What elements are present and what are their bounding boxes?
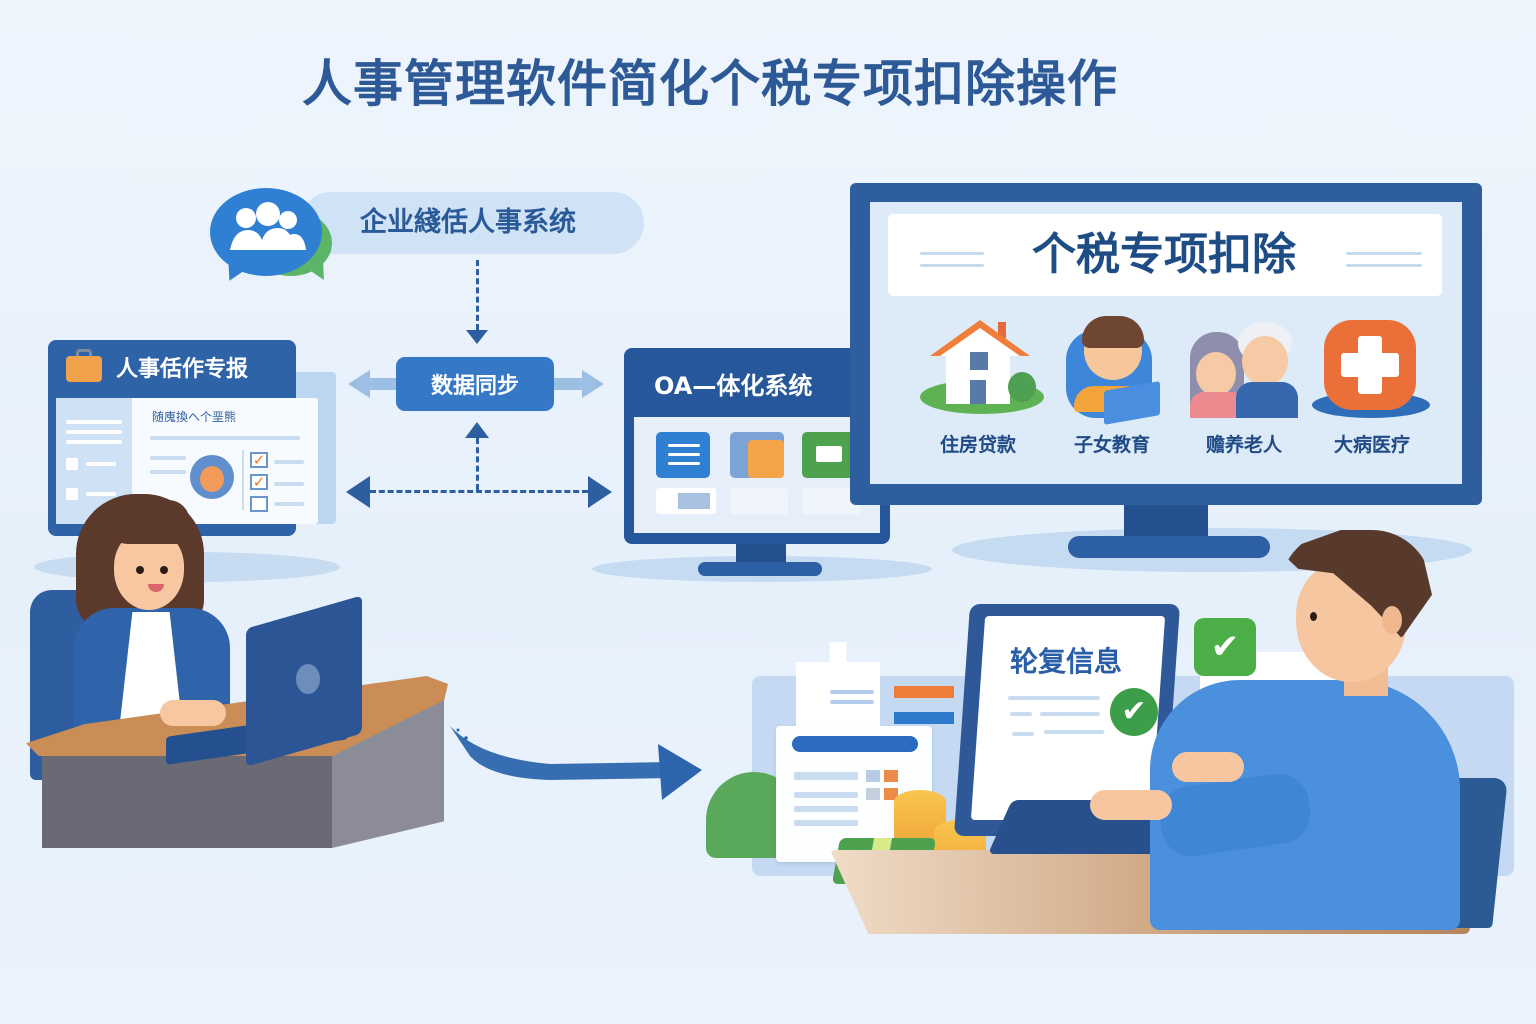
divider <box>242 450 244 510</box>
connector-line <box>370 490 588 493</box>
arrow-shaft <box>552 378 584 390</box>
curved-arrow-icon <box>450 726 702 800</box>
deduction-item-housing[interactable]: 住房贷款 <box>939 434 1016 456</box>
text-line <box>794 820 858 826</box>
text-line <box>86 492 116 496</box>
briefcase-icon <box>66 356 102 382</box>
page-title: 人事管理软件简化个税专项扣除操作 <box>302 55 1118 113</box>
deduction-item-child-education[interactable]: 子女教育 <box>1073 434 1150 456</box>
text-line <box>274 482 304 486</box>
arrow-left-icon <box>346 476 370 508</box>
arrow-left-icon <box>348 370 370 398</box>
decorative-line <box>920 264 984 267</box>
laptop-logo-icon <box>296 664 320 694</box>
text-line <box>1040 712 1100 716</box>
arrow-down-icon <box>466 330 488 344</box>
decorative-line <box>920 252 984 255</box>
arrow-right-icon <box>582 370 604 398</box>
oa-system-title: OA—体化系统 <box>654 372 813 400</box>
report-header-bar <box>792 736 918 752</box>
tree-icon <box>1008 372 1036 402</box>
child-hair <box>1082 316 1144 348</box>
text-line <box>66 430 122 434</box>
elder-body <box>1236 382 1298 418</box>
hr-staff-fringe <box>106 500 190 544</box>
smile <box>148 584 164 592</box>
elder-face <box>1242 336 1288 386</box>
hand <box>160 700 226 726</box>
check-circle-icon: ✔ <box>1110 688 1158 736</box>
text-line <box>274 460 304 464</box>
eye <box>1310 612 1317 621</box>
document-icon[interactable] <box>730 432 784 478</box>
house-door <box>970 380 986 404</box>
text-line <box>274 502 304 506</box>
text-line <box>1008 696 1100 700</box>
list-icon[interactable] <box>656 432 710 478</box>
table-cell <box>866 788 880 800</box>
eye <box>136 566 144 574</box>
text-line <box>66 440 122 444</box>
table-cell <box>884 770 898 782</box>
text-line <box>66 420 122 424</box>
hr-document-title: 随廆換へ个垩熊 <box>152 410 237 424</box>
people-group-icon <box>230 202 306 250</box>
employee-ear <box>1382 606 1402 634</box>
message-icon[interactable] <box>802 432 856 478</box>
text-line <box>150 456 186 460</box>
text-line <box>794 806 858 812</box>
house-window <box>970 352 988 370</box>
text-line <box>794 772 858 780</box>
elder-face <box>1196 352 1236 396</box>
connector-line <box>476 438 479 490</box>
desk-front <box>42 756 332 848</box>
briefcase-handle-icon <box>76 349 92 359</box>
hand <box>1090 790 1172 820</box>
text-line <box>150 470 186 474</box>
text-line <box>1010 712 1032 716</box>
arrow-right-icon <box>588 476 612 508</box>
monitor-stand <box>736 544 786 564</box>
text-line <box>150 436 300 440</box>
table-cell <box>866 770 880 782</box>
hand <box>1172 752 1244 782</box>
checkbox-checked[interactable]: ✓ <box>250 452 268 468</box>
checkbox-unchecked[interactable] <box>250 496 268 512</box>
arrow-up-icon <box>465 422 489 438</box>
hr-system-pill <box>300 192 644 254</box>
people-chat-icon <box>210 188 322 276</box>
eye <box>160 566 168 574</box>
bullet-icon <box>66 488 78 500</box>
bullet-icon <box>66 458 78 470</box>
bar-blue <box>894 712 954 724</box>
connector-line <box>476 260 479 330</box>
bar-orange <box>894 686 954 698</box>
laptop-screen-title: 轮复信息 <box>1010 645 1123 678</box>
arrow-shaft <box>370 378 400 390</box>
text-line <box>794 792 858 798</box>
monitor-base <box>1068 536 1270 558</box>
oa-card <box>656 488 716 514</box>
checkbox-checked[interactable]: ✓ <box>250 474 268 490</box>
cross-horizontal <box>1341 353 1399 377</box>
monitor-base <box>698 562 822 576</box>
deduction-title: 个税专项扣除 <box>1032 229 1296 280</box>
text-line <box>86 462 116 466</box>
hr-system-label: 企业綫佸人事系统 <box>360 207 576 238</box>
oa-card <box>730 488 788 514</box>
text-line <box>1044 730 1104 734</box>
text-line <box>830 700 874 704</box>
decorative-line <box>1346 252 1422 255</box>
hr-window-title: 人事佸作专报 <box>116 357 249 382</box>
text-line <box>1012 732 1034 736</box>
check-badge-icon: ✔ <box>1194 618 1256 676</box>
deduction-item-elderly-care[interactable]: 赡养老人 <box>1205 434 1282 456</box>
house-roof-inner <box>940 328 1020 356</box>
deduction-item-medical[interactable]: 大病医疗 <box>1333 434 1410 456</box>
text-line <box>830 690 874 694</box>
avatar-face <box>200 466 224 492</box>
decorative-line <box>1346 264 1422 267</box>
deduction-title-card <box>888 214 1442 296</box>
data-sync-box: 数据同步 <box>396 357 554 411</box>
